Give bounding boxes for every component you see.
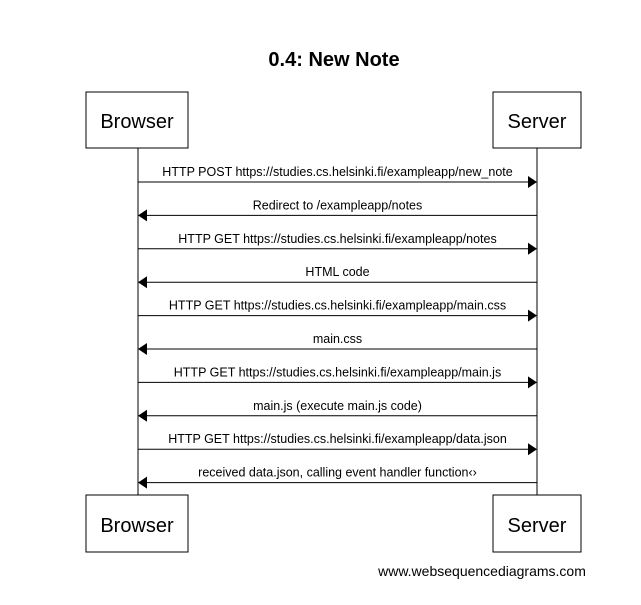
message-8: main.js (execute main.js code)	[138, 399, 537, 422]
message-label: main.css	[313, 332, 362, 346]
message-label: HTTP POST https://studies.cs.helsinki.fi…	[162, 165, 512, 179]
message-label: HTML code	[305, 265, 369, 279]
arrowhead-left-icon	[138, 343, 147, 355]
arrowhead-left-icon	[138, 276, 147, 289]
message-label: HTTP GET https://studies.cs.helsinki.fi/…	[178, 232, 496, 246]
message-2: Redirect to /exampleapp/notes	[138, 198, 537, 222]
participant-box	[492, 91, 582, 149]
message-label: HTTP GET https://studies.cs.helsinki.fi/…	[169, 299, 506, 313]
diagram-title: 0.4: New Note	[268, 49, 399, 71]
participant-server-bottom: Server	[492, 494, 582, 553]
participant-label: Server	[508, 515, 567, 537]
message-3: HTTP GET https://studies.cs.helsinki.fi/…	[138, 232, 537, 255]
message-1: HTTP POST https://studies.cs.helsinki.fi…	[138, 165, 537, 188]
arrowhead-left-icon	[138, 476, 147, 489]
message-4: HTML code	[138, 265, 537, 289]
message-label: HTTP GET https://studies.cs.helsinki.fi/…	[168, 432, 507, 446]
message-6: main.css	[138, 332, 537, 355]
message-label: HTTP GET https://studies.cs.helsinki.fi/…	[174, 365, 501, 379]
participant-label: Server	[508, 111, 567, 133]
watermark-text: www.websequencediagrams.com	[377, 563, 586, 579]
message-5: HTTP GET https://studies.cs.helsinki.fi/…	[138, 299, 537, 322]
message-9: HTTP GET https://studies.cs.helsinki.fi/…	[138, 432, 537, 456]
arrowhead-right-icon	[528, 242, 537, 255]
participant-label: Browser	[100, 515, 174, 537]
participant-browser-bottom: Browser	[85, 494, 189, 553]
message-7: HTTP GET https://studies.cs.helsinki.fi/…	[138, 365, 537, 389]
arrowhead-right-icon	[528, 376, 537, 389]
participant-server-top: Server	[492, 91, 582, 149]
arrowhead-left-icon	[138, 409, 147, 422]
participant-box	[492, 494, 582, 553]
participant-box	[85, 91, 189, 149]
arrowhead-right-icon	[528, 309, 537, 322]
message-list: HTTP POST https://studies.cs.helsinki.fi…	[138, 165, 537, 489]
arrowhead-right-icon	[528, 443, 537, 456]
message-10: received data.json, calling event handle…	[138, 466, 537, 489]
arrowhead-right-icon	[528, 176, 537, 188]
message-label: main.js (execute main.js code)	[253, 399, 422, 413]
participant-label: Browser	[100, 111, 174, 133]
message-label: received data.json, calling event handle…	[198, 466, 477, 480]
arrowhead-left-icon	[138, 209, 147, 222]
participant-box	[85, 494, 189, 553]
participant-browser-top: Browser	[85, 91, 189, 149]
message-label: Redirect to /exampleapp/notes	[253, 198, 423, 212]
